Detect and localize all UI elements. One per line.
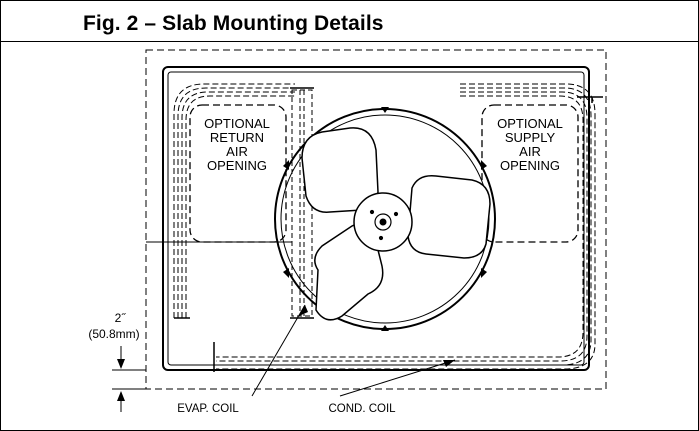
- condenser-coil: [173, 83, 596, 370]
- coil-ends: [174, 96, 603, 372]
- dimension-marks: [112, 346, 146, 412]
- supply-air-opening: [481, 104, 579, 243]
- unit-base-inner: [167, 71, 585, 366]
- evap-coil-ends: [290, 87, 314, 319]
- slab-outline: [145, 49, 607, 390]
- return-air-label-line4: OPENING: [207, 158, 267, 173]
- supply-air-label-line3: AIR: [519, 144, 541, 159]
- fan-blades: [301, 127, 491, 321]
- return-air-label-line2: RETURN: [210, 130, 264, 145]
- cond-coil-leader: [339, 359, 456, 397]
- supply-air-label-line4: OPENING: [500, 158, 560, 173]
- dimension-value-label: 2˝: [115, 311, 127, 325]
- evap-coil-leader: [251, 304, 306, 397]
- supply-air-label: OPTIONAL SUPPLY AIR OPENING: [497, 116, 563, 173]
- shroud-tabs: [283, 107, 487, 331]
- unit-base: [162, 66, 590, 371]
- return-air-label-line1: OPTIONAL: [204, 116, 270, 131]
- evap-coil-arrow: [299, 305, 308, 316]
- supply-air-label-line2: SUPPLY: [505, 130, 556, 145]
- figure-title: Fig. 2 – Slab Mounting Details: [83, 12, 384, 35]
- title-bar: Fig. 2 – Slab Mounting Details: [1, 1, 698, 42]
- supply-air-label-line1: OPTIONAL: [497, 116, 563, 131]
- cond-coil-label: COND. COIL: [328, 403, 396, 415]
- fan-hub: [353, 192, 413, 252]
- return-air-label: OPTIONAL RETURN AIR OPENING: [204, 116, 270, 173]
- evap-coil-label: EVAP. COIL: [177, 403, 239, 415]
- cond-coil-arrow: [443, 360, 455, 367]
- dimension-metric-label: (50.8mm): [88, 327, 139, 341]
- return-air-label-line3: AIR: [226, 144, 248, 159]
